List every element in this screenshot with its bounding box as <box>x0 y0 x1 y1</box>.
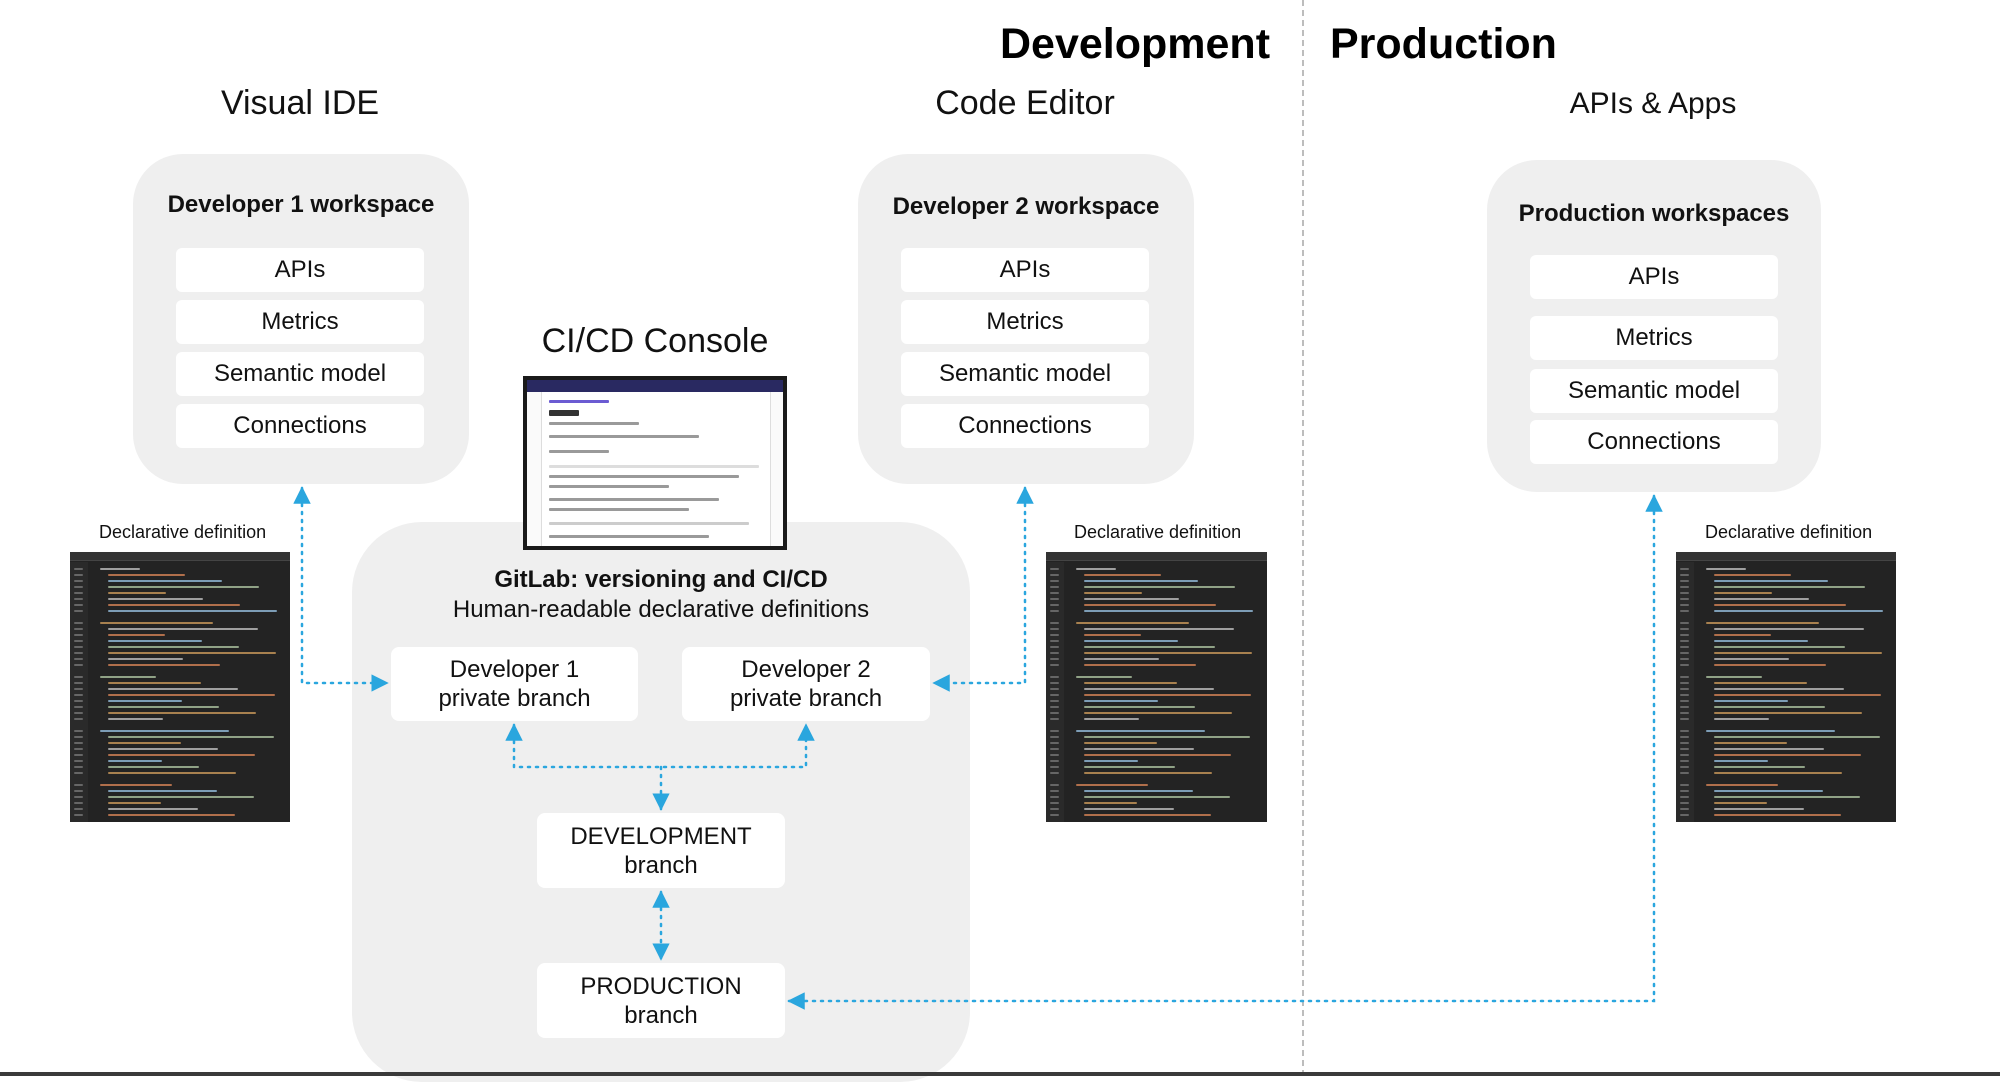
workspace-title: Developer 1 workspace <box>167 191 435 218</box>
branch-sublabel: branch <box>624 851 698 879</box>
cicd-console-title: CI/CD Console <box>541 322 769 360</box>
workspace-item-apis: APIs <box>1530 255 1778 299</box>
branch-sublabel: private branch <box>438 685 591 712</box>
developer-2-workspace: Developer 2 workspace APIs Metrics Seman… <box>858 154 1194 484</box>
declarative-definition-code <box>1676 552 1896 822</box>
workspace-item-metrics: Metrics <box>901 300 1149 344</box>
workspace-item-connections: Connections <box>901 404 1149 448</box>
workspace-item-metrics: Metrics <box>1530 316 1778 360</box>
declarative-definition-label: Declarative definition <box>99 522 267 542</box>
workspace-item-apis: APIs <box>901 248 1149 292</box>
apis-apps-title: APIs & Apps <box>1569 87 1737 120</box>
arrow-dev2-workspace-branch <box>932 486 1034 692</box>
workspace-title: Developer 2 workspace <box>892 193 1160 220</box>
developer-1-private-branch: Developer 1 private branch <box>391 647 638 721</box>
gitlab-title: GitLab: versioning and CI/CD <box>494 566 828 593</box>
workspace-item-semantic-model: Semantic model <box>901 352 1149 396</box>
branch-sublabel: branch <box>624 1001 698 1029</box>
workspace-title: Production workspaces <box>1518 200 1790 227</box>
workspace-item-connections: Connections <box>1530 420 1778 464</box>
workspace-item-semantic-model: Semantic model <box>1530 369 1778 413</box>
bottom-border <box>0 1072 2000 1076</box>
workspace-item-apis: APIs <box>176 248 424 292</box>
production-branch: PRODUCTION branch <box>537 963 785 1038</box>
arrow-dev1-workspace-branch <box>293 486 389 692</box>
cicd-console-screenshot <box>523 376 787 550</box>
arrow-private-branches <box>505 723 815 769</box>
production-workspaces: Production workspaces APIs Metrics Seman… <box>1487 160 1821 492</box>
declarative-definition-label: Declarative definition <box>1705 522 1873 542</box>
workspace-item-metrics: Metrics <box>176 300 424 344</box>
developer-1-workspace: Developer 1 workspace APIs Metrics Seman… <box>133 154 469 484</box>
development-branch: DEVELOPMENT branch <box>537 813 785 888</box>
visual-ide-title: Visual IDE <box>220 84 380 122</box>
workspace-item-semantic-model: Semantic model <box>176 352 424 396</box>
branch-label: PRODUCTION <box>580 972 742 1000</box>
code-editor-title: Code Editor <box>935 84 1115 122</box>
production-section-title: Production <box>1330 20 1557 68</box>
branch-label: Developer 1 <box>449 656 580 683</box>
arrow-production-branch-workspaces <box>787 494 1663 1010</box>
workspace-item-connections: Connections <box>176 404 424 448</box>
branch-label: DEVELOPMENT <box>570 822 752 850</box>
declarative-definition-code <box>70 552 290 822</box>
development-section-title: Development <box>1000 20 1271 68</box>
